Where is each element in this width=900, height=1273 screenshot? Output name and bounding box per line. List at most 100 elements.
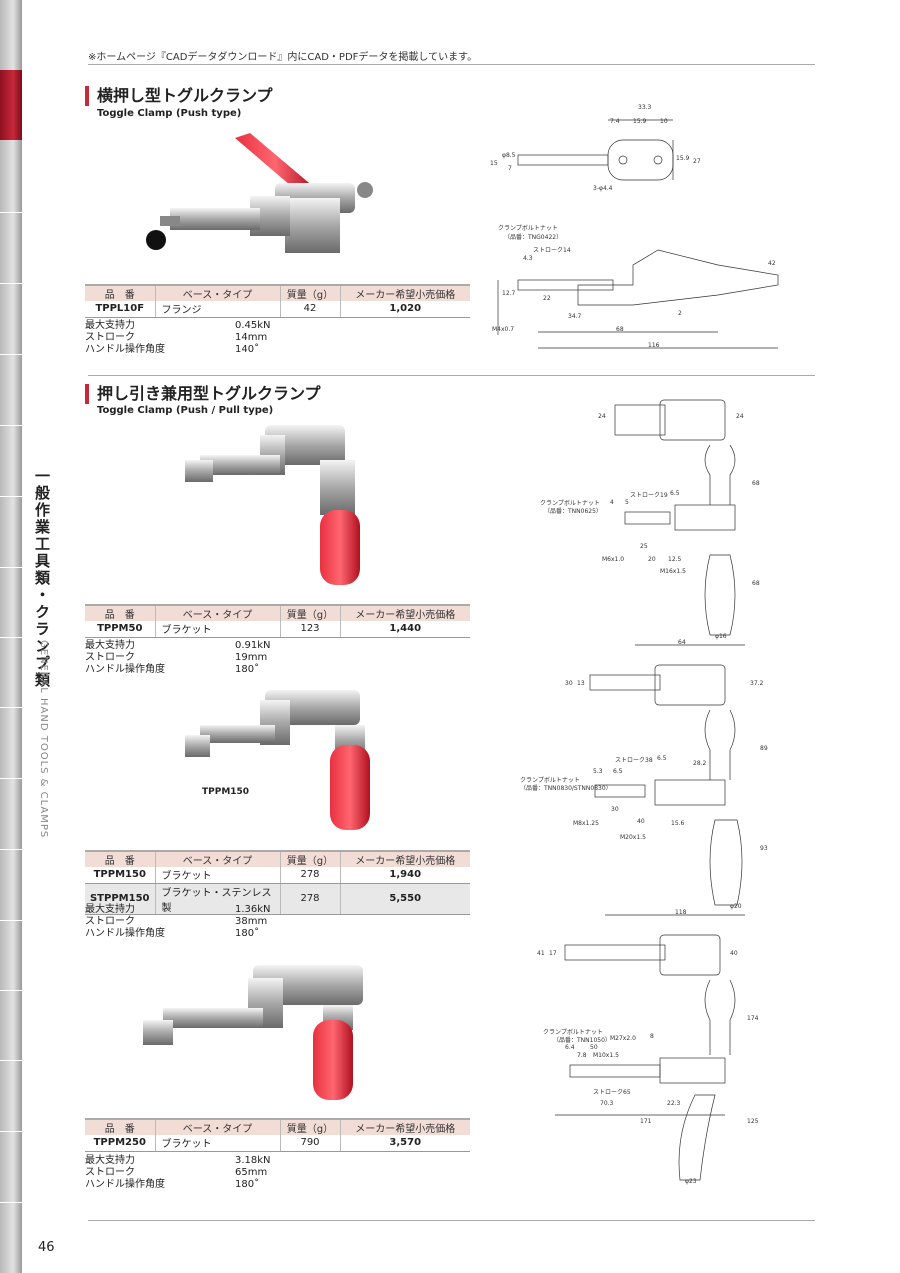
dimension-label: 30 <box>611 806 619 813</box>
table-cell: ブラケット <box>155 867 281 884</box>
table-cell: 3,570 <box>340 1135 470 1152</box>
dimension-label: 70.3 <box>600 1100 614 1107</box>
dimension-label: （品番：TNN0625） <box>544 508 602 515</box>
dimension-label: 33.3 <box>638 104 652 111</box>
divider <box>0 1202 22 1203</box>
header-note: ※ホームページ『CADデータダウンロード』内にCAD・PDFデータを掲載していま… <box>88 52 478 63</box>
dimension-label: 68 <box>616 326 624 333</box>
dimension-label: 15 <box>490 160 498 167</box>
dimension-label: ストローク19 <box>630 492 668 499</box>
table-cell: ブラケット <box>155 1135 281 1152</box>
divider <box>0 637 22 638</box>
spec-item: 140˚ <box>235 344 260 355</box>
spec-item: ストローク <box>85 332 135 343</box>
spec-item: 最大支持力 <box>85 640 135 651</box>
dimension-label: 3-φ4.4 <box>593 185 613 192</box>
spec-item: 180˚ <box>235 928 260 939</box>
dimension-label: 34.7 <box>568 313 582 320</box>
dimension-drawing-tppm50: 24 24 68 クランプボルトナット （品番：TNN0625） ストローク19… <box>530 395 770 650</box>
dimension-label: φ8.5 <box>502 152 516 159</box>
dimension-label: 27 <box>693 158 701 165</box>
spec-item: ハンドル操作角度 <box>85 344 165 355</box>
table-cell: TPPM150 <box>85 867 156 884</box>
divider <box>0 212 22 213</box>
dimension-drawing-tppl10f: 33.3 7.4 15.9 10 15 φ8.5 7 15.9 27 3-φ4.… <box>488 100 798 355</box>
dimension-label: 2 <box>678 310 682 317</box>
side-category-jp: 一般作業工具類・クランプ類 <box>33 468 51 689</box>
spec-item: 3.18kN <box>235 1155 271 1166</box>
table-cell: 278 <box>280 867 341 884</box>
dimension-label: （品番：TNN0830/STNN0830） <box>520 785 612 792</box>
dimension-label: 125 <box>747 1118 759 1125</box>
spec-item: 最大支持力 <box>85 1155 135 1166</box>
column-header: 質量（g） <box>280 1118 341 1135</box>
dimension-label: 24 <box>598 413 606 420</box>
divider <box>0 425 22 426</box>
table-cell: 42 <box>280 301 341 318</box>
dimension-label: 22.3 <box>667 1100 681 1107</box>
divider <box>0 354 22 355</box>
divider <box>88 1220 815 1221</box>
column-header: メーカー希望小売価格 <box>340 1118 470 1135</box>
dimension-label: 5 <box>625 499 629 506</box>
side-category-en: GENERAL HAND TOOLS & CLAMPS <box>38 640 49 839</box>
product-photo-tppm150 <box>185 690 370 830</box>
table-cell: ブラケット・ステンレス製 <box>155 883 281 915</box>
spec-item: ハンドル操作角度 <box>85 928 165 939</box>
dimension-label: φ23 <box>685 1178 697 1185</box>
dimension-label: （品番：TNG0422） <box>504 234 563 241</box>
dimension-label: ストローク38 <box>615 757 653 764</box>
dimension-label: 4.3 <box>523 255 533 262</box>
spec-item: 1.36kN <box>235 904 271 915</box>
divider <box>88 375 815 376</box>
dimension-label: 20 <box>648 556 656 563</box>
dimension-label: 12.7 <box>502 290 516 297</box>
product-photo-tppm250 <box>143 965 363 1100</box>
dimension-label: 28.2 <box>693 760 707 767</box>
dimension-label: 6.4 <box>565 1044 575 1051</box>
spec-item: 38mm <box>235 916 268 927</box>
spec-item: ハンドル操作角度 <box>85 664 165 675</box>
dimension-label: 40 <box>730 950 738 957</box>
dimension-label: 7 <box>508 165 512 172</box>
dimension-label: 68 <box>752 480 760 487</box>
spec-item: 65mm <box>235 1167 268 1178</box>
product-photo-tppl10f <box>146 133 373 253</box>
dimension-label: 40 <box>637 818 645 825</box>
column-header: メーカー希望小売価格 <box>340 284 470 301</box>
divider <box>0 567 22 568</box>
dimension-label: 15.9 <box>633 118 647 125</box>
dimension-label: M4x0.7 <box>492 326 515 333</box>
table-cell: STPPM150 <box>85 883 156 915</box>
dimension-label: M8x1.25 <box>573 820 599 827</box>
dimension-label: 30 <box>565 680 573 687</box>
divider <box>0 707 22 708</box>
spec-item: ストローク <box>85 652 135 663</box>
spec-item: 最大支持力 <box>85 904 135 915</box>
column-header: ベース・タイプ <box>155 604 281 621</box>
active-index-tab <box>0 70 22 140</box>
divider <box>0 920 22 921</box>
dimension-label: φ20 <box>730 903 742 910</box>
spec-item: ハンドル操作角度 <box>85 1179 165 1190</box>
dimension-label: クランプボルトナット <box>543 1029 603 1036</box>
dimension-label: 50 <box>590 1044 598 1051</box>
spec-item: ストローク 14mm <box>85 332 335 344</box>
spec-item: 14mm <box>235 332 268 343</box>
dimension-label: 15.6 <box>671 820 685 827</box>
column-header: 品 番 <box>85 604 156 621</box>
dimension-label: 7.8 <box>577 1052 587 1059</box>
column-header: メーカー希望小売価格 <box>340 604 470 621</box>
dimension-label: 42 <box>768 260 776 267</box>
column-header: ベース・タイプ <box>155 284 281 301</box>
page-number: 46 <box>38 1240 55 1255</box>
section-subtitle: Toggle Clamp (Push type) <box>97 108 242 119</box>
